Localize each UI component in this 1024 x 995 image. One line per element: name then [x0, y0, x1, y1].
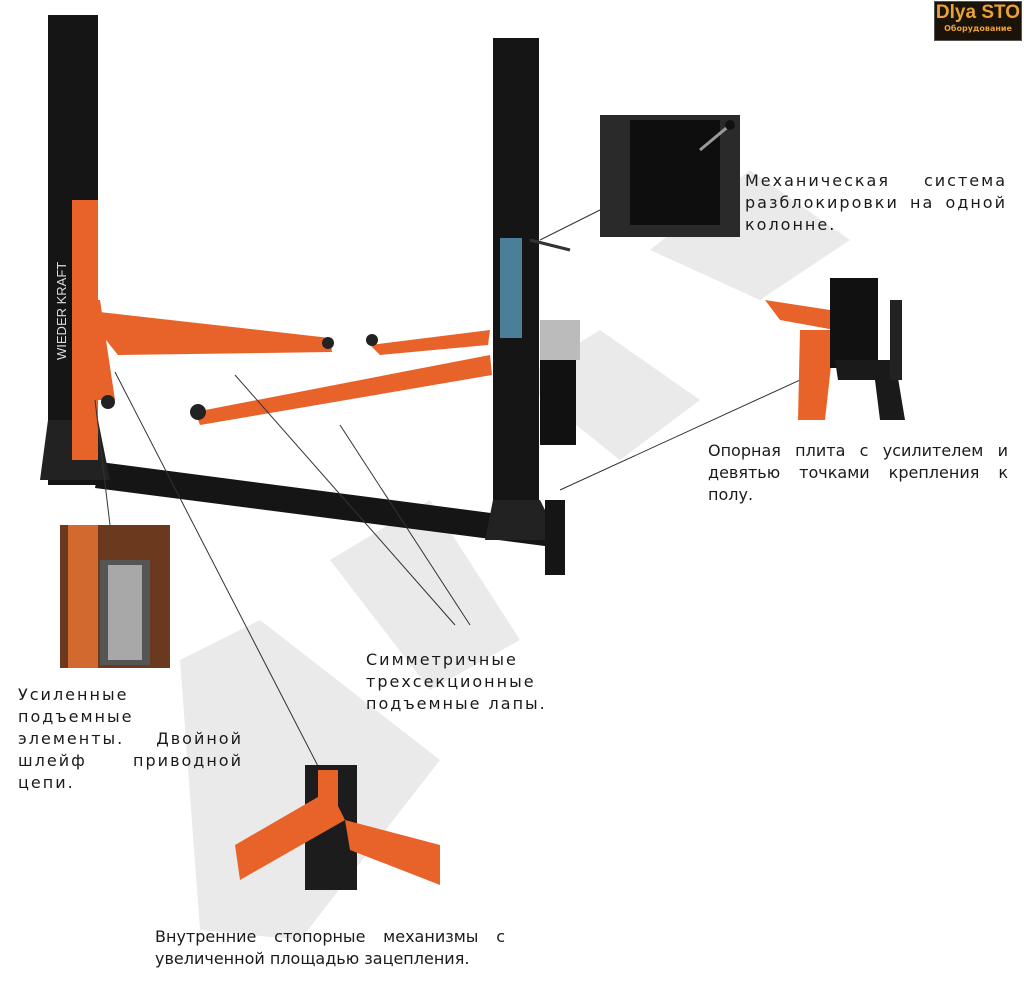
site-logo: Dlya STO Оборудование	[934, 1, 1022, 41]
inset-chain	[60, 525, 170, 668]
column-brand: WIEDER KRAFT	[54, 262, 69, 360]
inset-lock-mechanism	[235, 765, 440, 890]
inset-unlock-mechanism	[600, 115, 740, 237]
caption-arms: Симметричные трехсекционные подъемные ла…	[366, 650, 547, 713]
caption-locks: Внутренние стопорные механизмы с увеличе…	[155, 927, 505, 968]
base-bar	[95, 462, 560, 548]
caption-lifting-elements: Усиленные подъемные элементы. Двойной шл…	[18, 685, 243, 792]
logo-title: Dlya STO	[935, 2, 1021, 23]
lift-arms	[80, 300, 492, 425]
right-column	[485, 38, 580, 575]
caption-unlock: Механическая система разблокировки на од…	[745, 171, 1007, 234]
left-column: WIEDER KRAFT	[40, 15, 110, 485]
caption-base-plate: Опорная плита с усилителем и девятью точ…	[708, 441, 1008, 504]
inset-base-plate	[765, 278, 905, 420]
logo-subtitle: Оборудование	[944, 24, 1012, 33]
